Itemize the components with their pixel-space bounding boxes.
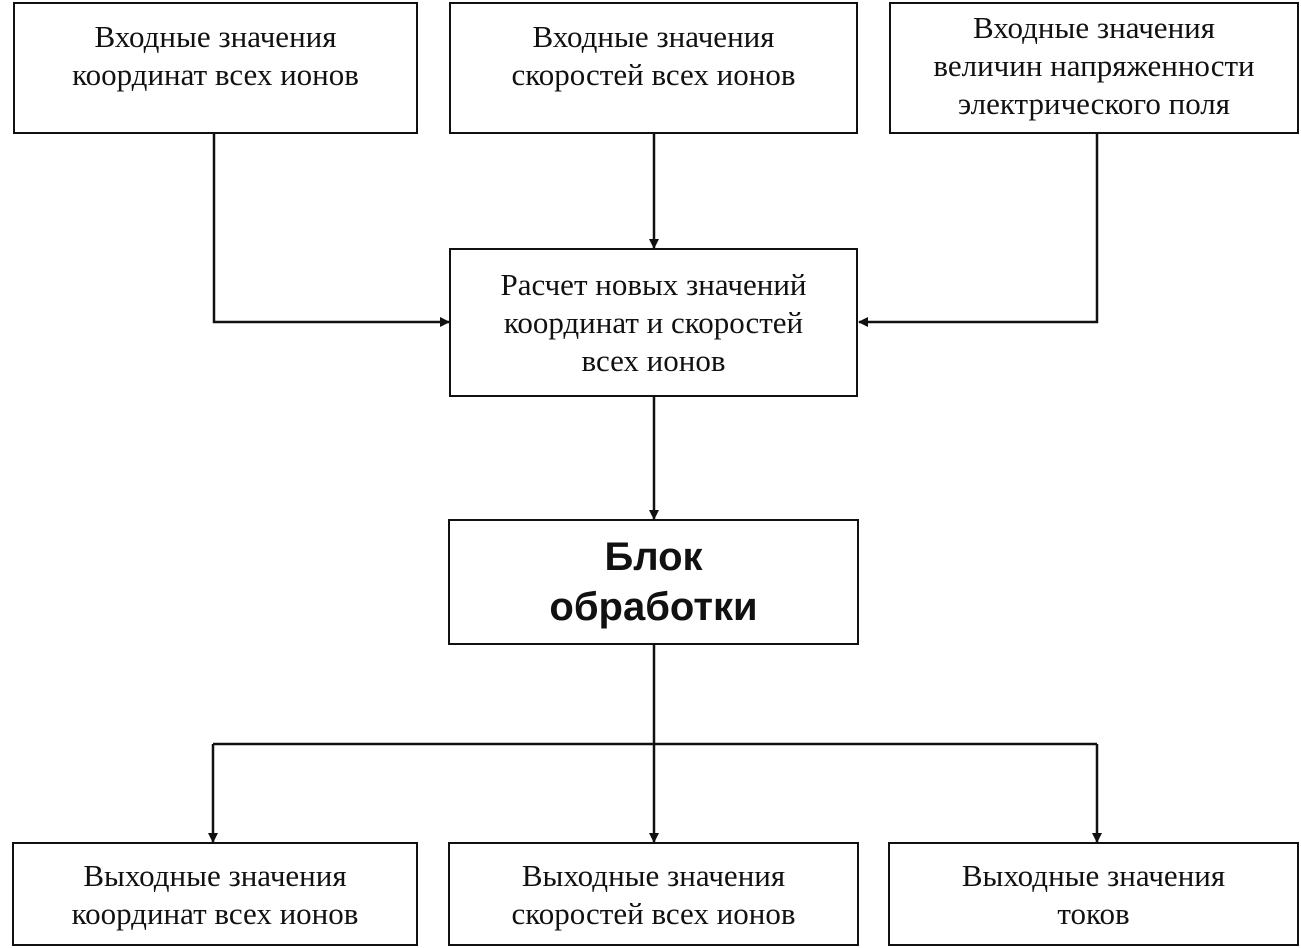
arrow-input-field-to-calculation (858, 133, 1099, 327)
input-coordinates-box: Входные значения координат всех ионов (13, 2, 418, 134)
processing-block-label: Блок обработки (549, 535, 758, 629)
processing-block-box: Блок обработки (448, 519, 859, 645)
output-velocities-label: Выходные значения скоростей всех ионов (511, 858, 796, 931)
input-velocities-label: Входные значения скоростей всех ионов (511, 19, 796, 92)
arrow-input-coordinates-to-calculation (212, 133, 450, 327)
output-coordinates-label: Выходные значения координат всех ионов (71, 858, 359, 931)
input-velocities-box: Входные значения скоростей всех ионов (449, 2, 858, 134)
output-coordinates-box: Выходные значения координат всех ионов (12, 842, 418, 946)
input-coordinates-label: Входные значения координат всех ионов (72, 19, 359, 92)
calculation-label: Расчет новых значений координат и скорос… (500, 266, 807, 378)
output-currents-label: Выходные значения токов (961, 858, 1226, 931)
input-field-box: Входные значения величин напряженности э… (889, 2, 1299, 134)
calculation-box: Расчет новых значений координат и скорос… (449, 248, 858, 397)
output-velocities-box: Выходные значения скоростей всех ионов (448, 842, 859, 946)
input-field-label: Входные значения величин напряженности э… (933, 10, 1255, 121)
output-currents-box: Выходные значения токов (888, 842, 1299, 946)
